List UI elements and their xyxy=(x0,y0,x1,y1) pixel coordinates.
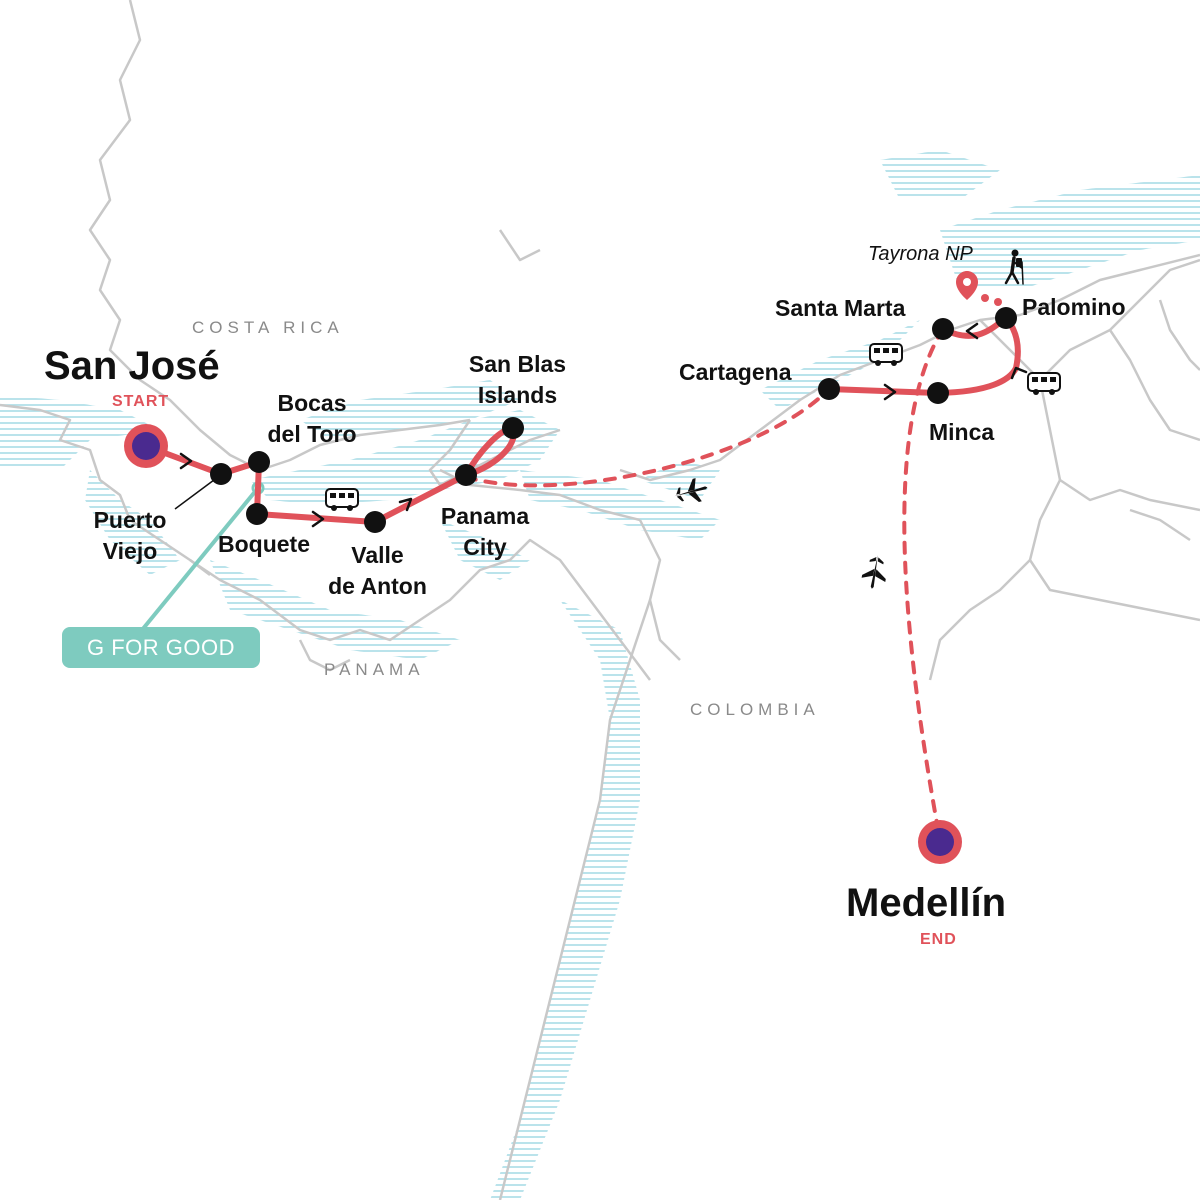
plane-icon xyxy=(674,478,708,503)
start-marker xyxy=(124,424,168,468)
location-pin-icon xyxy=(956,271,978,300)
chevron-left-icon xyxy=(965,322,979,340)
end-tag: END xyxy=(920,931,957,948)
stop-puerto-viejo xyxy=(210,463,232,485)
label-boquete: Boquete xyxy=(218,531,310,557)
label-tayrona: Tayrona NP xyxy=(868,243,973,265)
label-bocas-del-toro: Bocas del Toro xyxy=(267,390,357,447)
hiker-icon xyxy=(1004,249,1024,285)
country-label-costa-rica: COSTA RICA xyxy=(192,318,344,337)
country-label-colombia: COLOMBIA xyxy=(690,700,820,719)
stop-panama-city xyxy=(455,464,477,486)
stop-san-blas xyxy=(502,417,524,439)
label-cartagena: Cartagena xyxy=(679,359,792,385)
end-marker xyxy=(918,820,962,864)
end-city-label: Medellín xyxy=(846,881,1007,925)
route-dotted xyxy=(981,294,1002,306)
route-dashed xyxy=(464,327,945,842)
label-valle-de-anton: Valle de Anton xyxy=(328,542,427,599)
label-minca: Minca xyxy=(929,419,995,445)
country-label-panama: PANAMA xyxy=(324,660,425,679)
stop-cartagena xyxy=(818,378,840,400)
start-city-label: San José xyxy=(44,344,220,388)
water-hatching xyxy=(0,150,1200,1200)
chevron-right-icon xyxy=(179,366,1028,528)
start-tag: START xyxy=(112,393,170,410)
bus-icon xyxy=(325,488,359,511)
g-for-good-connector xyxy=(140,486,260,632)
stop-palomino xyxy=(995,307,1017,329)
stop-valle-de-anton xyxy=(364,511,386,533)
bus-icon xyxy=(869,343,903,366)
stop-santa-marta xyxy=(932,318,954,340)
label-puerto-viejo: Puerto Viejo xyxy=(93,507,167,564)
label-panama-city: Panama City xyxy=(440,503,530,560)
stop-boquete xyxy=(246,503,268,525)
label-palomino: Palomino xyxy=(1022,294,1126,320)
pointer-line xyxy=(174,476,219,510)
stop-markers xyxy=(210,307,1017,533)
bus-icon xyxy=(1027,372,1061,395)
label-san-blas: San Blas Islands xyxy=(468,351,567,408)
plane-icon xyxy=(861,555,886,589)
stop-minca xyxy=(927,382,949,404)
g-for-good-badge: G FOR GOOD xyxy=(62,627,260,668)
label-santa-marta: Santa Marta xyxy=(775,295,906,321)
stop-bocas-del-toro xyxy=(248,451,270,473)
